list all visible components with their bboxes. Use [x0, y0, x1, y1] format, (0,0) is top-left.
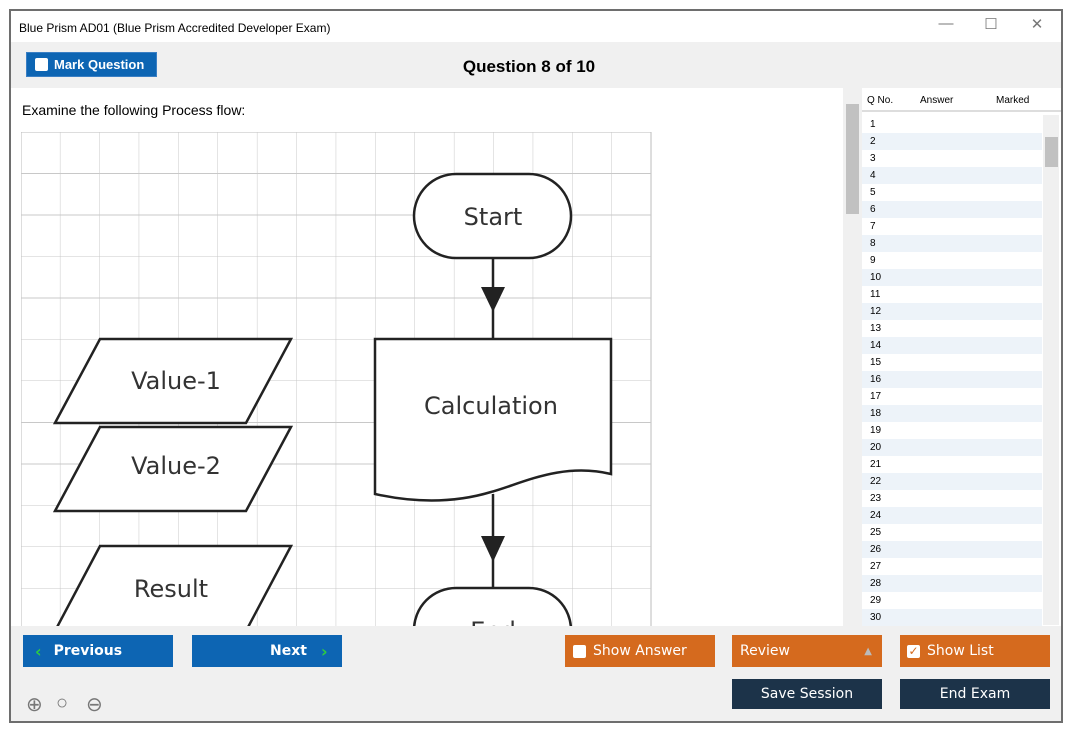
list-row[interactable]: 8 [862, 235, 1042, 252]
checkbox-icon [35, 58, 48, 71]
list-row[interactable]: 13 [870, 323, 882, 334]
window-title: Blue Prism AD01 (Blue Prism Accredited D… [19, 21, 331, 35]
list-row[interactable]: 9 [870, 255, 876, 266]
show-list-toggle[interactable]: ✓ Show List [900, 635, 1050, 667]
show-list-label: Show List [927, 643, 994, 659]
header-answer: Answer [920, 95, 954, 106]
question-prompt: Examine the following Process flow: [22, 102, 246, 118]
title-bar: Blue Prism AD01 (Blue Prism Accredited D… [11, 11, 1061, 42]
start-label: Start [464, 203, 523, 231]
list-row[interactable]: 23 [870, 493, 882, 504]
caret-up-icon: ▲ [864, 645, 872, 657]
list-row[interactable]: 19 [870, 425, 882, 436]
save-session-button[interactable]: Save Session [732, 679, 882, 709]
scroll-thumb[interactable] [846, 104, 859, 214]
list-row[interactable]: 16 [862, 371, 1042, 388]
chevron-left-icon: ‹ [35, 641, 42, 661]
previous-button[interactable]: ‹ Previous [23, 635, 173, 667]
calculation-document [373, 337, 613, 502]
list-row[interactable]: 10 [862, 269, 1042, 286]
list-row[interactable]: 2 [862, 133, 1042, 150]
next-button[interactable]: Next › [192, 635, 342, 667]
checkmark-icon: ✓ [907, 643, 920, 658]
list-row[interactable]: 27 [870, 561, 882, 572]
show-answer-label: Show Answer [593, 643, 687, 659]
end-exam-button[interactable]: End Exam [900, 679, 1050, 709]
minimize-button[interactable]: — [938, 15, 954, 32]
value2-input [52, 425, 294, 513]
review-dropdown[interactable]: Review ▲ [732, 635, 882, 667]
value1-label: Value-1 [131, 367, 221, 395]
list-row[interactable]: 30 [862, 609, 1042, 626]
maximize-button[interactable]: ☐ [984, 16, 998, 33]
header-qno: Q No. [867, 95, 894, 106]
list-scroll-thumb[interactable] [1045, 137, 1058, 167]
value2-label: Value-2 [131, 452, 221, 480]
list-row[interactable]: 24 [862, 507, 1042, 524]
list-row[interactable]: 6 [862, 201, 1042, 218]
value1-input [52, 337, 294, 425]
list-row[interactable]: 29 [870, 595, 882, 606]
list-row[interactable]: 14 [862, 337, 1042, 354]
list-row[interactable]: 1 [870, 119, 876, 130]
end-terminator [412, 586, 573, 626]
close-button[interactable]: ✕ [1030, 16, 1044, 33]
list-row[interactable]: 11 [870, 289, 881, 300]
list-row[interactable]: 20 [862, 439, 1042, 456]
mark-question-button[interactable]: Mark Question [26, 52, 157, 77]
list-row[interactable]: 17 [870, 391, 882, 402]
list-row[interactable]: 4 [862, 167, 1042, 184]
result-output [56, 544, 294, 626]
header-marked: Marked [996, 95, 1030, 106]
zoom-reset-icon[interactable]: ○ [56, 692, 69, 714]
list-row[interactable]: 26 [862, 541, 1042, 558]
list-row[interactable]: 7 [870, 221, 876, 232]
list-row[interactable]: 12 [862, 303, 1042, 320]
process-flow-diagram: Start Calculation End Value-1 Value-2 Re… [21, 132, 652, 626]
show-answer-toggle[interactable]: Show Answer [565, 635, 715, 667]
list-row[interactable]: 5 [870, 187, 876, 198]
review-label: Review [740, 643, 790, 659]
bottom-bar: ‹ Previous Next › Show Answer Review ▲ ✓ Sho… [11, 626, 1061, 721]
zoom-in-icon[interactable]: ⊕ [26, 694, 43, 716]
list-row[interactable]: 28 [862, 575, 1042, 592]
list-row[interactable]: 15 [870, 357, 882, 368]
previous-label: Previous [53, 643, 123, 659]
toolbar: Mark Question Question 8 of 10 [11, 42, 1061, 88]
list-row[interactable]: 3 [870, 153, 876, 164]
question-title: Question 8 of 10 [462, 57, 596, 76]
mark-question-label: Mark Question [54, 57, 145, 72]
list-scrollbar[interactable] [1043, 115, 1059, 625]
question-panel: Examine the following Process flow: Star… [11, 88, 843, 626]
list-row[interactable]: 22 [862, 473, 1042, 490]
question-scrollbar[interactable] [843, 88, 861, 626]
list-row[interactable]: 25 [870, 527, 882, 538]
app-window: Blue Prism AD01 (Blue Prism Accredited D… [9, 9, 1063, 723]
zoom-out-icon[interactable]: ⊖ [86, 694, 103, 716]
next-label: Next [270, 643, 307, 659]
end-label: End [470, 617, 516, 626]
chevron-right-icon: › [320, 641, 328, 661]
list-header: Q No. Answer Marked [862, 88, 1061, 112]
result-label: Result [134, 575, 208, 603]
calculation-label: Calculation [424, 392, 558, 420]
list-row[interactable]: 21 [870, 459, 882, 470]
checkbox-icon [573, 644, 586, 658]
list-row[interactable]: 18 [862, 405, 1042, 422]
